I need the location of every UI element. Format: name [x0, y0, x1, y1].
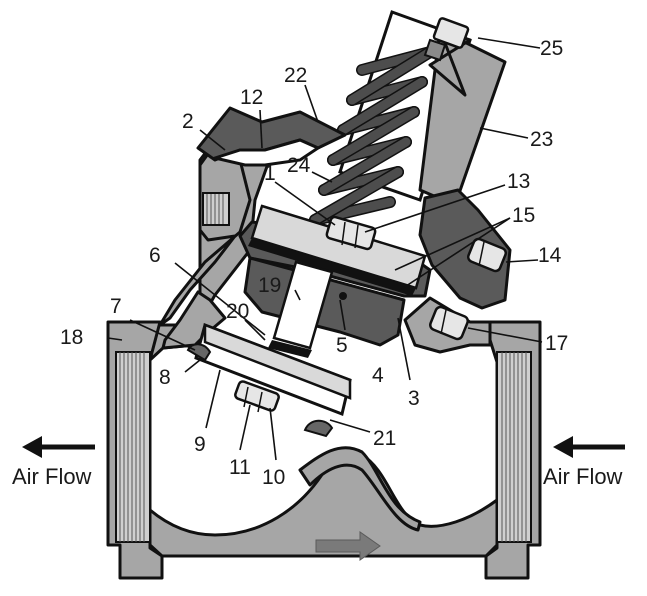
label-15: 15: [512, 204, 535, 227]
part-number-labels: 1 2 3 4 5 6 7 8 9 10 11 12 13 14 15 17 1…: [60, 37, 568, 489]
label-20: 20: [226, 300, 249, 323]
label-10: 10: [262, 466, 285, 489]
o-ring-lower: [339, 292, 347, 300]
label-4: 4: [372, 364, 384, 387]
label-19: 19: [258, 274, 281, 297]
label-11: 11: [229, 456, 251, 479]
valve-stem: [268, 260, 334, 358]
right-air-flow-arrow: [553, 436, 625, 458]
label-21: 21: [373, 427, 396, 450]
label-24: 24: [287, 154, 311, 177]
label-8: 8: [159, 366, 171, 389]
label-23: 23: [530, 128, 553, 151]
label-22: 22: [284, 64, 307, 87]
label-2: 2: [182, 110, 194, 133]
bolt-nuts: [429, 237, 507, 341]
label-5: 5: [336, 334, 348, 357]
left-air-flow-arrow: [22, 436, 95, 458]
label-18: 18: [60, 326, 83, 349]
adjusting-screw: [423, 17, 470, 62]
valve-disc: [194, 323, 352, 417]
label-25: 25: [540, 37, 563, 60]
internal-flow-arrow: [315, 531, 381, 561]
left-air-flow-label: Air Flow: [12, 464, 92, 489]
label-17: 17: [545, 332, 568, 355]
label-6: 6: [149, 244, 161, 267]
label-12: 12: [240, 86, 263, 109]
spring: [309, 46, 436, 226]
label-1: 1: [264, 162, 276, 185]
right-air-flow-label: Air Flow: [543, 464, 623, 489]
valve-body: [106, 116, 542, 580]
seat-rings: [186, 343, 334, 438]
label-14: 14: [538, 244, 562, 267]
label-3: 3: [408, 387, 420, 410]
port-threads: [119, 352, 527, 542]
label-13: 13: [507, 170, 530, 193]
label-9: 9: [194, 433, 206, 456]
leader-lines: [107, 37, 543, 461]
label-7: 7: [110, 295, 122, 318]
left-threaded-port: [115, 351, 151, 543]
